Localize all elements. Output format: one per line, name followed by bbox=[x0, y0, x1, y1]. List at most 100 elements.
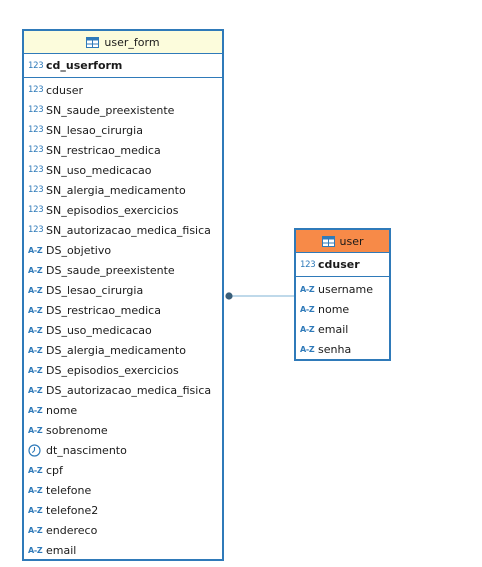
column-name: DS_episodios_exercicios bbox=[46, 363, 179, 377]
numeric-icon: 123 bbox=[300, 259, 316, 270]
column-name: nome bbox=[318, 302, 350, 316]
column-name: telefone bbox=[46, 483, 92, 497]
text-type-icon: A-Z bbox=[28, 465, 43, 475]
column-name: email bbox=[318, 322, 349, 336]
column-name: DS_restricao_medica bbox=[46, 303, 161, 317]
text-type-icon: A-Z bbox=[300, 324, 315, 334]
text-type-icon: A-Z bbox=[28, 385, 43, 395]
text-type-icon: A-Z bbox=[28, 305, 43, 315]
column-name: cduser bbox=[46, 83, 84, 97]
column-name: SN_saude_preexistente bbox=[46, 103, 175, 117]
text-type-icon: A-Z bbox=[28, 245, 43, 255]
user-form-pk-section: 123 cd_userform bbox=[24, 54, 222, 78]
column-name: SN_episodios_exercicios bbox=[46, 203, 179, 217]
user-title: user bbox=[339, 234, 364, 248]
pk-row[interactable]: 123 cduser bbox=[296, 253, 389, 276]
text-type-icon: A-Z bbox=[28, 505, 43, 515]
text-type-icon: A-Z bbox=[28, 545, 43, 555]
text-type-icon: A-Z bbox=[300, 304, 315, 314]
relation-endpoint-dot bbox=[225, 292, 233, 300]
column-name: senha bbox=[318, 342, 352, 356]
text-type-icon: A-Z bbox=[28, 265, 43, 275]
text-type-icon: A-Z bbox=[28, 365, 43, 375]
text-type-icon: A-Z bbox=[300, 344, 315, 354]
column-name: telefone2 bbox=[46, 503, 99, 517]
column-name: DS_uso_medicacao bbox=[46, 323, 152, 337]
text-type-icon: A-Z bbox=[28, 405, 43, 415]
text-type-icon: A-Z bbox=[300, 284, 315, 294]
table-icon bbox=[321, 235, 335, 247]
text-type-icon: A-Z bbox=[28, 345, 43, 355]
numeric-icon: 123 bbox=[28, 205, 44, 215]
column-name: sobrenome bbox=[46, 423, 108, 437]
user-form-header[interactable]: user_form bbox=[24, 31, 222, 54]
column-row[interactable]: dt_nascimento bbox=[24, 440, 222, 460]
text-type-icon: A-Z bbox=[28, 525, 43, 535]
user-pk-section: 123 cduser bbox=[296, 253, 389, 277]
pk-column-name: cduser bbox=[318, 258, 360, 271]
user-header[interactable]: user bbox=[296, 230, 389, 253]
pk-row[interactable]: 123 cd_userform bbox=[24, 54, 222, 77]
text-type-icon: A-Z bbox=[28, 285, 43, 295]
column-name: cpf bbox=[46, 463, 63, 477]
numeric-icon: 123 bbox=[28, 145, 44, 155]
text-type-icon: A-Z bbox=[28, 425, 43, 435]
text-type-icon: A-Z bbox=[28, 325, 43, 335]
table-icon bbox=[86, 36, 100, 48]
column-name: SN_lesao_cirurgia bbox=[46, 123, 143, 137]
column-name: SN_uso_medicacao bbox=[46, 163, 152, 177]
text-type-icon: A-Z bbox=[28, 485, 43, 495]
column-name: DS_objetivo bbox=[46, 243, 112, 257]
clock-icon bbox=[28, 443, 46, 457]
column-name: DS_saude_preexistente bbox=[46, 263, 175, 277]
column-name: DS_lesao_cirurgia bbox=[46, 283, 144, 297]
numeric-icon: 123 bbox=[28, 125, 44, 135]
column-name: dt_nascimento bbox=[46, 443, 127, 457]
relation-connector[interactable] bbox=[224, 292, 296, 300]
column-name: SN_alergia_medicamento bbox=[46, 183, 186, 197]
numeric-icon: 123 bbox=[28, 225, 44, 235]
column-name: username bbox=[318, 282, 373, 296]
column-name: email bbox=[46, 543, 77, 557]
column-name: SN_restricao_medica bbox=[46, 143, 161, 157]
numeric-icon: 123 bbox=[28, 185, 44, 195]
column-name: SN_autorizacao_medica_fisica bbox=[46, 223, 211, 237]
column-name: nome bbox=[46, 403, 78, 417]
column-name: endereco bbox=[46, 523, 98, 537]
numeric-icon: 123 bbox=[28, 60, 44, 71]
column-name: DS_autorizacao_medica_fisica bbox=[46, 383, 212, 397]
numeric-icon: 123 bbox=[28, 85, 44, 95]
numeric-icon: 123 bbox=[28, 105, 44, 115]
